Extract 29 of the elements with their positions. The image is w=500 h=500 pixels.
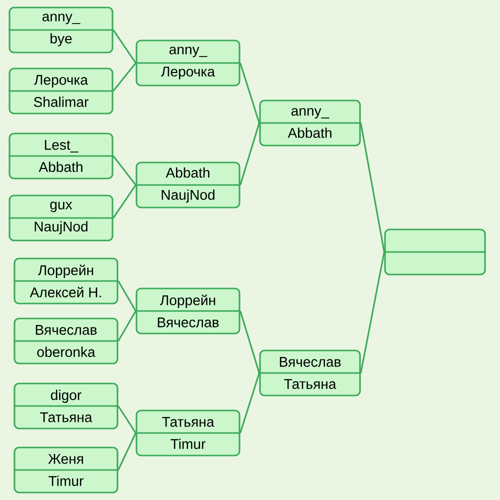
match-box: digor Татьяна: [14, 382, 118, 430]
connector-line: [112, 156, 136, 186]
connector-line: [118, 280, 136, 312]
connector-line: [112, 184, 136, 218]
match-box: gux NaujNod: [8, 194, 114, 242]
match-box: Лерочка Shalimar: [8, 68, 114, 114]
connector-line: [112, 62, 136, 92]
connector-line: [118, 310, 136, 342]
connector-line: [360, 122, 385, 252]
connector-line: [240, 310, 260, 374]
match-box: Вячеслав Татьяна: [259, 350, 361, 396]
connector-line: [118, 406, 136, 434]
connector-line: [112, 30, 136, 64]
match-box: Лоррейн Вячеслав: [136, 288, 240, 334]
connector-line: [240, 62, 260, 124]
match-box: Lest_ Abbath: [8, 132, 114, 180]
match-box: Вячеслав oberonka: [14, 318, 118, 364]
match-box: anny_ Лерочка: [136, 40, 240, 86]
connector-line: [240, 122, 260, 186]
connector-line: [360, 252, 385, 374]
match-box: anny_ Abbath: [259, 100, 361, 146]
match-box: Лоррейн Алексей Н.: [14, 258, 118, 304]
match-box: Abbath NaujNod: [136, 162, 240, 208]
match-box: Татьяна Timur: [136, 410, 240, 456]
connector-line: [240, 372, 260, 434]
connector-line: [118, 432, 136, 470]
empty-box: [384, 228, 486, 276]
match-box: anny_ bye: [8, 6, 114, 54]
match-box: Женя Timur: [14, 446, 118, 494]
